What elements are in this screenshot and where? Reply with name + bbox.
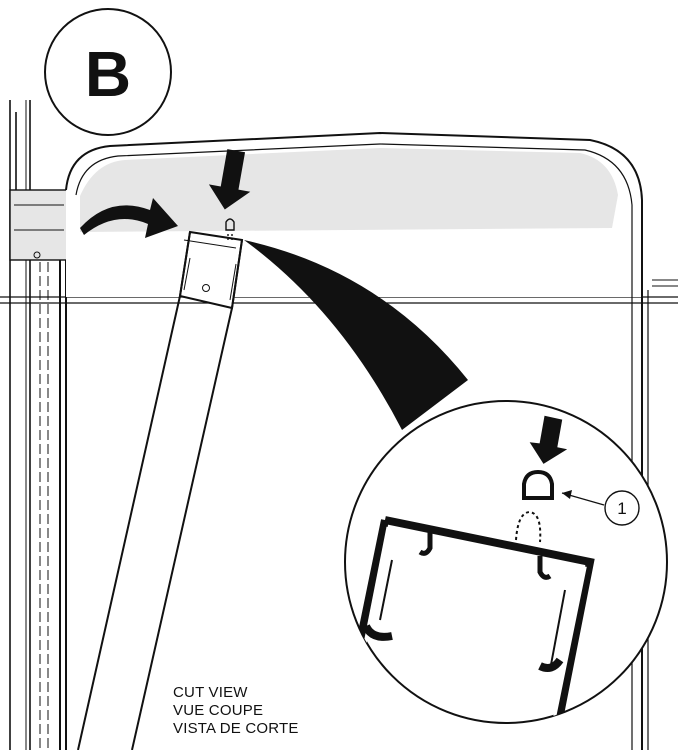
step-badge: B [44,8,172,136]
callout-circle [604,490,640,526]
small-clip [225,218,235,240]
insert-arrow-icon [208,149,251,210]
caption-line-fr: VUE COUPE [173,702,264,719]
caption-line-en: CUT VIEW [173,684,248,701]
caption-line-es: VISTA DE CORTE [173,720,299,737]
clip-part-icon [522,469,554,500]
zoom-detail: 1 [344,400,668,724]
zoom-arrow-icon [529,415,568,464]
magnification-cone [244,240,468,430]
step-letter: B [85,38,131,110]
rotate-arrow-icon [80,198,178,238]
tilted-panel [77,230,244,750]
callout-number: 1 [617,499,626,518]
cut-view-caption: CUT VIEW VUE COUPE VISTA DE CORTE [173,684,299,738]
